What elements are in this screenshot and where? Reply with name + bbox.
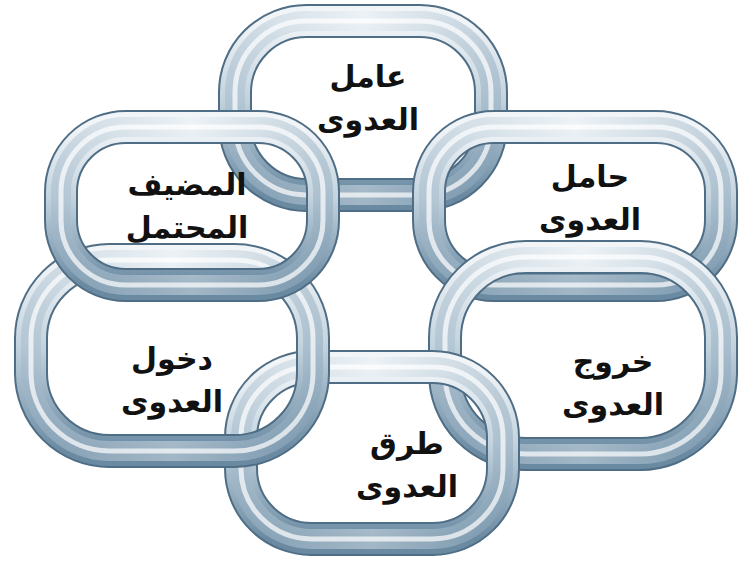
link-label: طرق العدوى — [356, 422, 458, 509]
chain-link: المضيف المحتمل — [44, 110, 340, 302]
link-label: عامل العدوى — [317, 55, 419, 142]
chain-link-outline — [44, 110, 340, 302]
tube-shade — [61, 127, 323, 285]
tube-edge — [61, 127, 323, 285]
link-label: حامل العدوى — [539, 155, 641, 242]
tube-body — [61, 127, 323, 285]
tube-shade — [235, 21, 491, 195]
tube-edge — [235, 21, 491, 195]
chain-link: خروج العدوى — [428, 240, 738, 471]
tube-highlight — [61, 127, 323, 285]
link-label: خروج العدوى — [562, 340, 664, 427]
link-label: دخول العدوى — [121, 337, 223, 424]
tube-highlight — [235, 21, 491, 195]
chain-link: عامل العدوى — [218, 4, 508, 212]
tube-body — [235, 21, 491, 195]
link-label: المضيف المحتمل — [126, 163, 248, 250]
